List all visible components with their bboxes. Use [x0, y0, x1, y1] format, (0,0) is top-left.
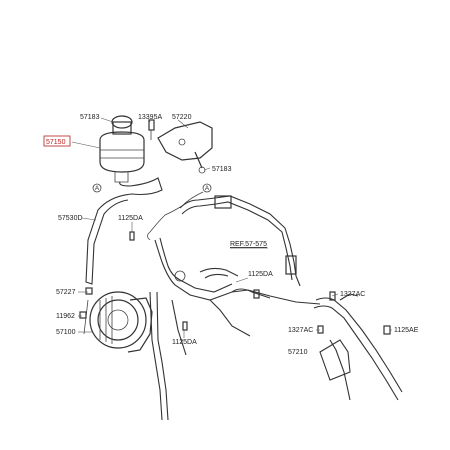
- pressure-hoses: [149, 195, 403, 421]
- label-57227: 57227: [56, 289, 76, 296]
- label-57150-box: [43, 135, 71, 147]
- label-57100: 57100: [56, 329, 76, 336]
- label-1125da-a: 1125DA: [118, 215, 143, 222]
- label-1125ae: 1125AE: [394, 327, 419, 334]
- marker-a-right: [202, 183, 212, 193]
- label-1125da-b: 1125DA: [248, 271, 273, 278]
- leader-lines: [71, 117, 392, 338]
- label-57183-right: 57183: [212, 166, 232, 173]
- label-57530d: 57530D: [58, 215, 83, 222]
- label-57220: 57220: [172, 114, 192, 121]
- label-11962: 11962: [56, 313, 75, 320]
- label-1327ac-b: 1327AC: [288, 327, 313, 334]
- label-13395a: 13395A: [138, 114, 162, 121]
- label-57183-top: 57183: [80, 114, 100, 121]
- reservoir: [99, 115, 145, 183]
- label-1327ac-a: 1327AC: [340, 291, 365, 298]
- suction-hose: [85, 177, 163, 285]
- reservoir-bracket: [157, 121, 213, 174]
- marker-a-right-text: A: [205, 186, 209, 192]
- label-57210: 57210: [288, 349, 308, 356]
- label-1125da-c: 1125DA: [172, 339, 197, 346]
- marker-a-left: [92, 183, 102, 193]
- marker-a-left-text: A: [95, 186, 99, 192]
- label-ref-57-575: REF.57-575: [230, 241, 267, 248]
- label-57150: 57150: [46, 139, 66, 146]
- power-steering-pump: [79, 287, 153, 353]
- bolt-13395a: [148, 119, 155, 140]
